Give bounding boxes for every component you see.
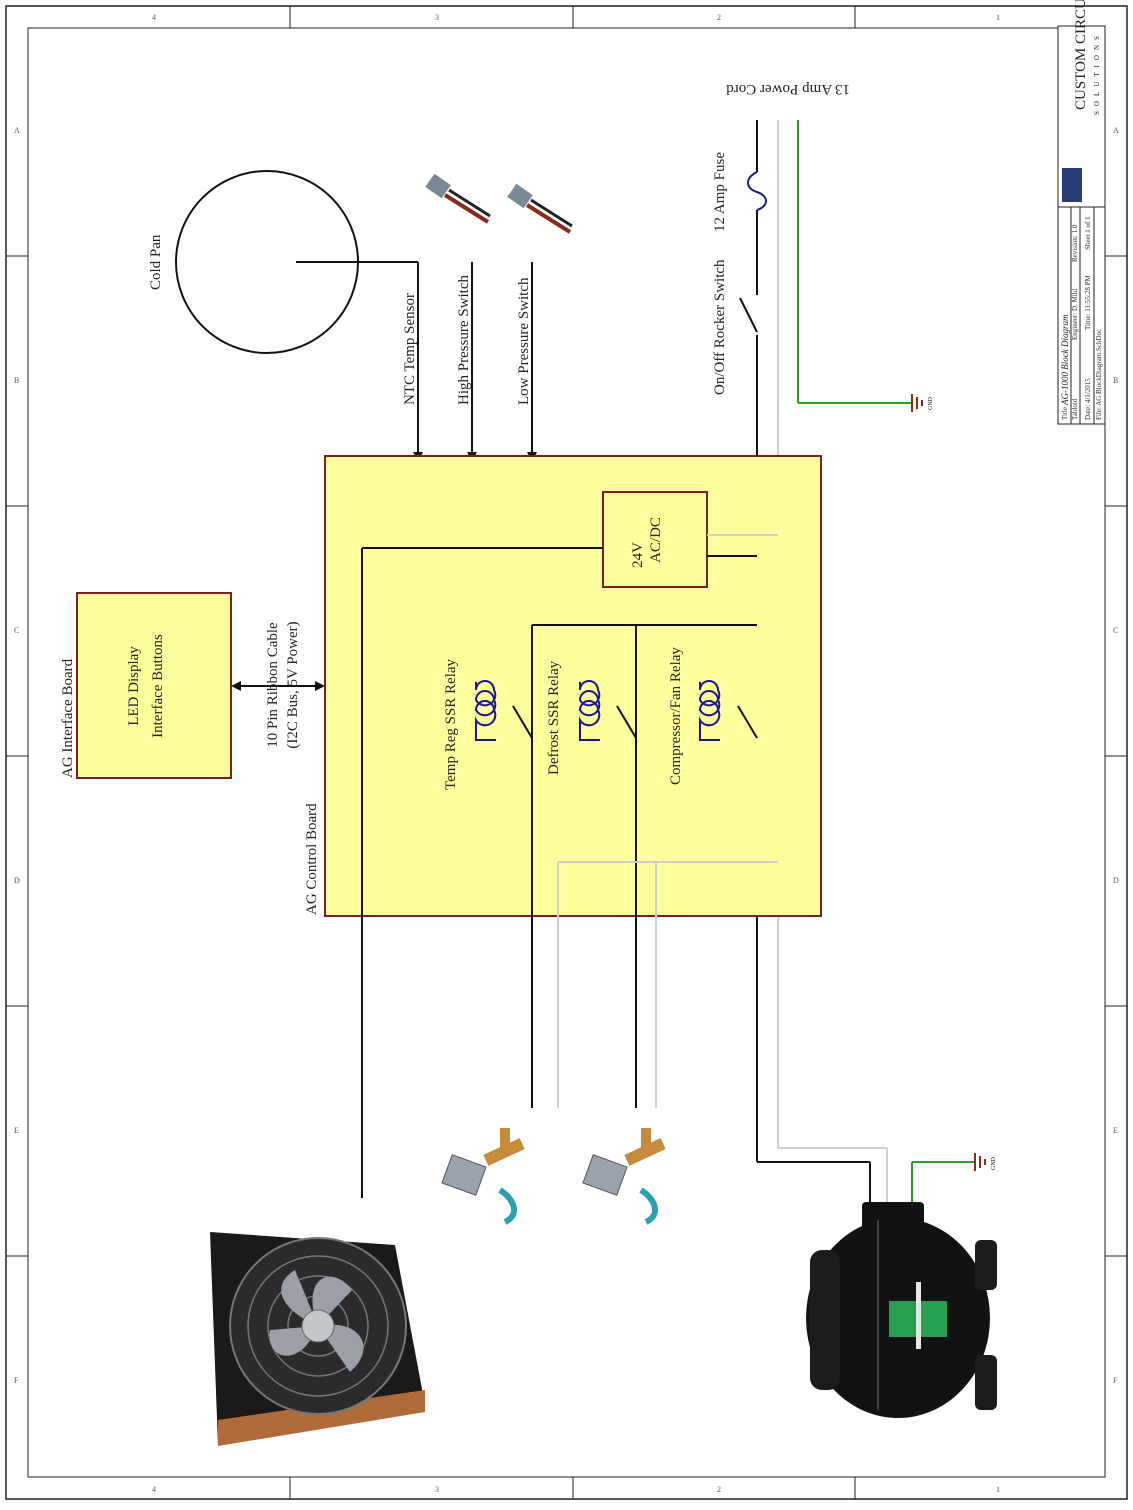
zone-row-b-right: B [1113,376,1118,385]
relay-coil-icon [578,680,601,741]
sheet-number: Sheet 1 of 1 [1084,216,1092,250]
zone-row-b: B [14,376,19,385]
ribbon-label-1: 10 Pin Ribbon Cable [265,622,281,748]
title-block: CUSTOM CIRCUIT SOLUTIONS Title AG-1000 B… [1057,0,1106,425]
cold-pan-label: Cold Pan [148,234,164,290]
fuse-icon [747,171,767,211]
brand-name: CUSTOM CIRCUIT [1073,0,1089,110]
zone-col-1: 1 [996,13,1000,22]
ground-icon: GND [911,394,934,412]
zone-row-f: F [14,1376,19,1385]
interface-board: AG Interface Board LED Display Interface… [60,592,232,779]
solenoid-valve-icon-2 [582,1128,666,1225]
low-pressure-switch-icon [507,183,573,234]
rocker-switch-icon [739,297,758,333]
zone-col-2: 2 [717,13,721,22]
zone-row-d-right: D [1113,876,1119,885]
zone-col-4: 4 [152,13,156,22]
relay-defrost-label: Defrost SSR Relay [546,660,562,775]
drawing-frame: 4 3 2 1 4 3 2 1 A B C D E F A B C D E F [5,5,1128,1500]
revision: Revision: 1.0 [1071,224,1079,262]
interface-buttons-label: Interface Buttons [150,634,166,738]
board-wiring [361,534,778,1198]
compressor-icon [806,1202,997,1418]
high-pressure-switch-icon [425,173,491,224]
ground-label: GND [928,396,934,410]
brand-sub: SOLUTIONS [1093,31,1101,115]
brand-logo-icon [1062,168,1082,202]
power-cord-label: 13 Amp Power Cord [726,81,850,97]
fuse-label: 12 Amp Fuse [712,152,728,232]
zone-row-a: A [14,126,20,135]
relay-defrost: Defrost SSR Relay [546,660,637,775]
time: Time: 11:55:28 PM [1084,275,1092,330]
psu-block: 24V AC/DC [602,491,708,588]
zone-col-2-bottom: 2 [717,1485,721,1494]
low-pressure-label: Low Pressure Switch [516,277,532,405]
compressor-ground: GND [911,1153,997,1202]
zone-col-3-bottom: 3 [435,1485,439,1494]
led-display-label: LED Display [126,646,142,726]
zone-col-3: 3 [435,13,439,22]
control-board: AG Control Board [304,455,822,917]
zone-col-4-bottom: 4 [152,1485,156,1494]
rocker-switch-label: On/Off Rocker Switch [712,259,728,395]
relay-coil-icon [698,680,721,741]
psu-label-1: 24V [630,542,646,568]
zone-row-d: D [14,876,20,885]
interface-board-label: AG Interface Board [60,658,76,778]
relay-temp-label: Temp Reg SSR Relay [443,658,459,790]
relay-temp-reg: Temp Reg SSR Relay [443,658,533,790]
condenser-fan-icon [210,1232,425,1446]
solenoid-valve-icon [441,1128,525,1225]
zone-row-e-right: E [1113,1126,1118,1135]
cold-pan: Cold Pan [148,170,418,354]
control-board-label: AG Control Board [304,803,320,915]
title-label: Title [1061,407,1069,420]
zone-row-c-right: C [1113,626,1118,635]
relay-compressor: Compressor/Fan Relay [668,647,758,785]
file-name: File: AG BlockDiagram.SchDoc [1095,329,1103,420]
sheet-size: Tabloid [1071,398,1079,420]
ground-label-2: GND [991,1156,997,1170]
high-pressure-label: High Pressure Switch [456,275,472,405]
drawing-title: AG-1000 Block Diagram [1060,314,1070,406]
relay-coil-icon [474,680,497,741]
ribbon-label-2: (I2C Bus, 5V Power) [285,621,301,748]
ribbon-cable: 10 Pin Ribbon Cable (I2C Bus, 5V Power) [231,621,325,749]
zone-col-1-bottom: 1 [996,1485,1000,1494]
date: Date: 4/1/2015 [1084,378,1092,420]
zone-row-f-right: F [1113,1376,1118,1385]
engineer: Engineer: D. Mild [1071,288,1079,340]
zone-row-c: C [14,626,19,635]
zone-row-e: E [14,1126,19,1135]
relay-comp-label: Compressor/Fan Relay [668,647,684,785]
zone-row-a-right: A [1113,126,1119,135]
ntc-sensor-label: NTC Temp Sensor [402,293,418,405]
psu-label-2: AC/DC [648,517,664,563]
sensor-wires: NTC Temp Sensor High Pressure Switch Low… [402,262,537,462]
